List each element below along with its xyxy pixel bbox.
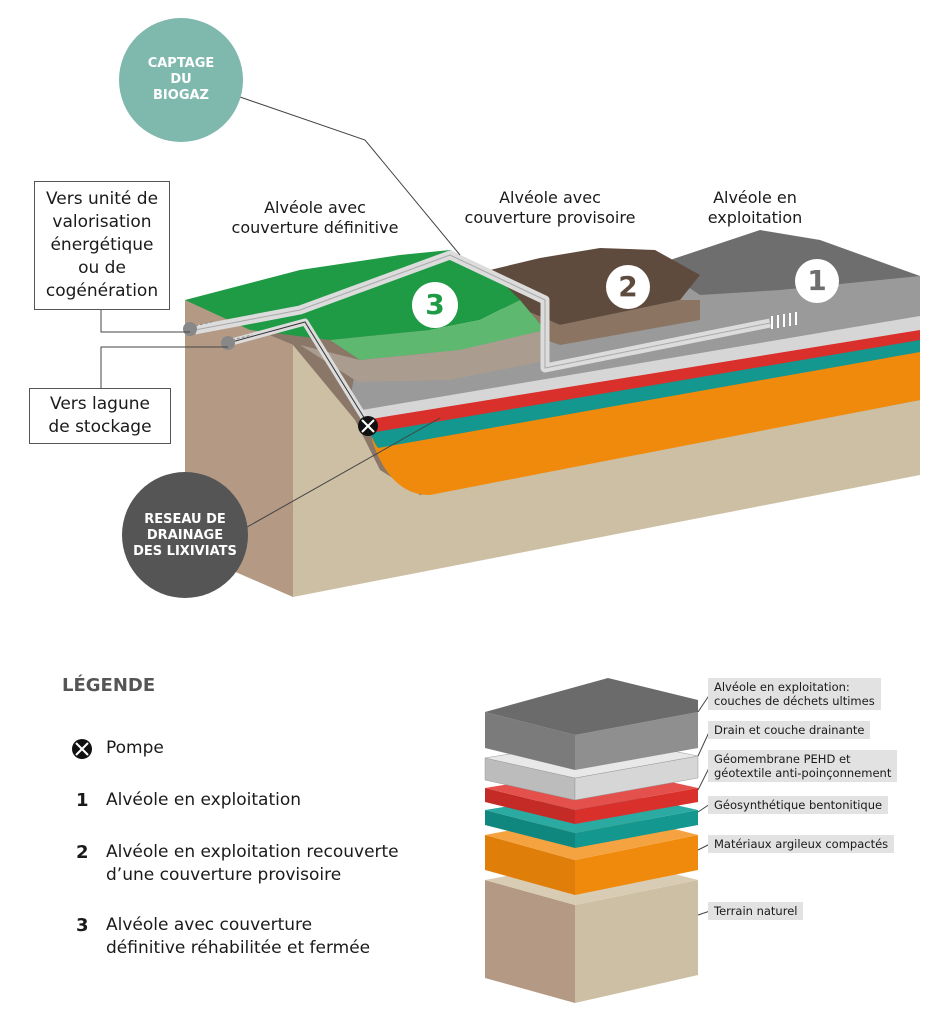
legend-number: 3 [76,915,89,936]
membrane-layer [364,327,920,433]
stack-membrane-front [575,788,698,824]
badge-three: 3 [412,282,458,328]
layer-tag-drain: Drain et couche drainante [708,721,871,739]
drainage-circle [122,472,248,598]
leader-lines [100,96,461,549]
landfill-cross-section [183,230,920,597]
stack-bentonite-front [575,810,698,848]
stack-bentonite-side [485,810,575,848]
leachate-outlet [221,336,235,350]
layer-stack [484,678,699,1003]
legend-text: Alvéole en exploitation recouverte d’une… [106,842,399,885]
layer-tag-clay: Matériaux argileux compactés [708,835,895,853]
layer-tag-terrain: Terrain naturel [708,902,804,920]
biogas-outlet [183,322,197,336]
pipe-perforations [771,312,797,329]
operating-cell [655,230,920,295]
legend-pump-icon [72,739,92,759]
legend-title: LÉGENDE [62,675,156,696]
legend-number: 1 [76,790,89,811]
pump-icon [358,416,378,436]
final-cover-label: Alvéole avec couverture définitive [231,198,399,237]
stack-waste-front [575,712,698,770]
slope-mid-layer [300,330,550,382]
layer-tag-membrane: Géomembrane PEHD et géotextile anti-poin… [708,750,898,782]
biogas-callout-label: CAPTAGE DU BIOGAZ [147,56,215,103]
temporary-cover-label: Alvéole avec couverture provisoire [464,188,636,227]
energy-destination-box: Vers unité de valorisation énergétique o… [34,181,170,310]
clay-layer [372,345,920,495]
stack-waste-side [485,712,575,770]
layer-tag-bentonite: Géosynthétique bentonitique [708,796,889,814]
stack-terrain-front [575,880,698,1003]
legend-text: Alvéole avec couverture définitive réhab… [106,915,371,958]
drainage-callout-label: RESEAU DE DRAINAGE DES LIXIVIATS [133,512,237,559]
biogas-pipe-outline [194,254,771,369]
layer-tag-waste: Alvéole en exploitation: couches de déch… [708,678,881,710]
leachate-pipe-outline [227,321,369,425]
stack-clay-front [575,835,698,895]
stack-membrane-side [485,788,575,824]
lagoon-destination-box: Vers lagune de stockage [29,388,171,444]
temporary-cover-side [500,300,700,345]
legend-text: Alvéole en exploitation [106,790,302,810]
badge-one: 1 [795,259,839,303]
operating-label: Alvéole en exploitation [707,188,803,227]
biogas-circle [119,18,243,142]
stack-waste-top [485,678,698,735]
badge-two: 2 [606,265,650,309]
stack-terrain-side [485,880,575,1003]
waste-layer [350,262,920,410]
drain-layer [360,314,920,420]
legend-text: Pompe [106,738,164,758]
final-cover-light [330,300,545,360]
stack-clay-side [485,835,575,895]
bentonite-layer [368,336,920,448]
legend-number: 2 [76,842,89,863]
